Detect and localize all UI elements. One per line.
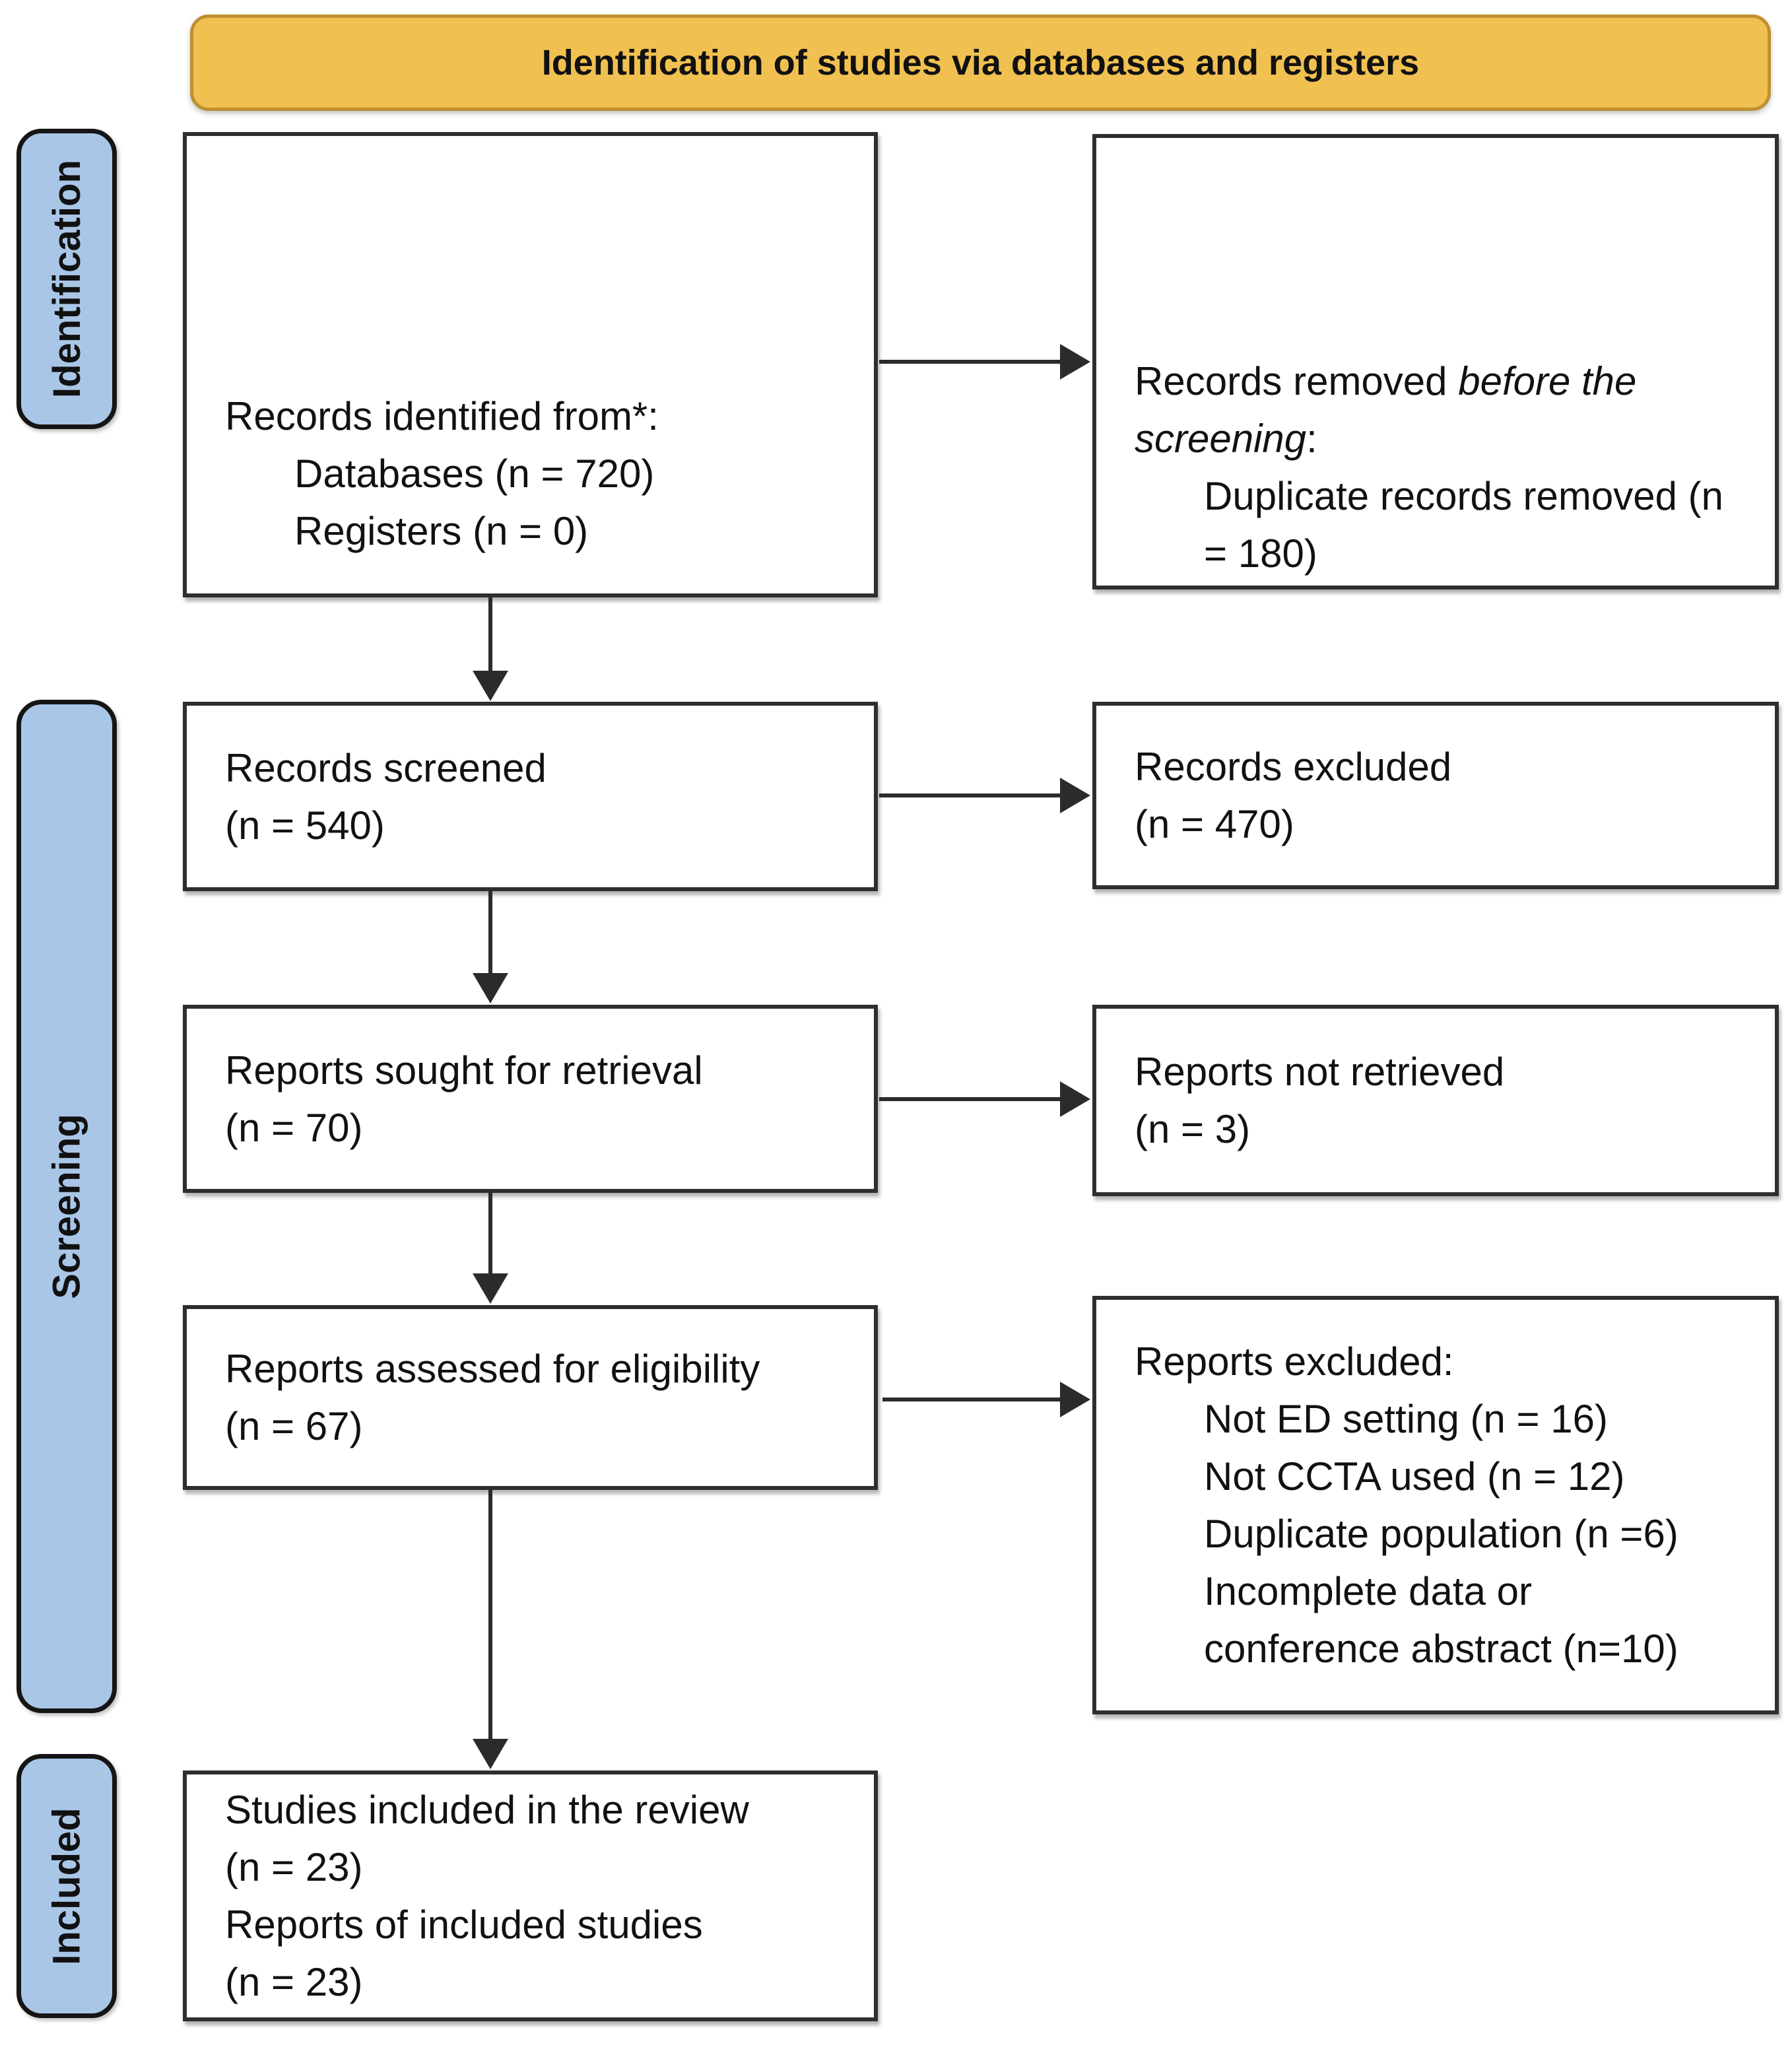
arrow-right-head-icon xyxy=(1060,1081,1090,1117)
box-line: Reports of included studies xyxy=(225,1903,703,1947)
box-line: (n = 67) xyxy=(225,1404,363,1448)
box-records-identified: Records identified from*: Databases (n =… xyxy=(183,132,878,597)
box-line: (n = 70) xyxy=(225,1105,363,1150)
arrow-down-head-icon xyxy=(473,1739,508,1769)
arrow-down-head-icon xyxy=(473,671,508,701)
box-line: Reports excluded: xyxy=(1135,1339,1454,1384)
box-text-segment: : xyxy=(1306,417,1317,461)
box-line: Duplicate population (n =6) xyxy=(1204,1512,1678,1556)
box-reports-sought: Reports sought for retrieval (n = 70) xyxy=(183,1005,878,1193)
arrow-right-line xyxy=(879,360,1061,364)
box-line: Databases (n = 720) xyxy=(294,452,655,496)
box-line: Duplicate records removed (n = 180) xyxy=(1204,474,1724,576)
box-line: (n = 3) xyxy=(1135,1107,1251,1151)
diagram-title-banner: Identification of studies via databases … xyxy=(190,15,1771,111)
arrow-down-head-icon xyxy=(473,1273,508,1304)
box-line: Reports assessed for eligibility xyxy=(225,1347,760,1391)
box-text-italic-segment: before the screening xyxy=(1135,359,1637,461)
arrow-down-head-icon xyxy=(473,973,508,1003)
stage-label-included: Included xyxy=(17,1754,117,2018)
box-reports-excluded: Reports excluded: Not ED setting (n = 16… xyxy=(1092,1296,1779,1714)
box-line: Studies included in the review xyxy=(225,1788,749,1832)
stage-label-screening-text: Screening xyxy=(45,1114,88,1299)
box-line: (n = 23) xyxy=(225,1960,363,2004)
stage-label-identification: Identification xyxy=(17,129,117,429)
box-records-identified-content: Records identified from*: Databases (n =… xyxy=(225,388,847,560)
arrow-down-line xyxy=(488,1490,492,1741)
box-records-excluded: Records excluded (n = 470) xyxy=(1092,702,1779,889)
box-records-removed-content: Records removed before the screening: Du… xyxy=(1135,353,1742,582)
box-line: Records screened xyxy=(225,745,547,790)
box-line: (n = 470) xyxy=(1135,802,1294,846)
box-line: Records excluded xyxy=(1135,745,1452,789)
box-line: Not ED setting (n = 16) xyxy=(1204,1397,1608,1441)
box-studies-included: Studies included in the review (n = 23) … xyxy=(183,1770,878,2021)
arrow-right-line xyxy=(882,1398,1061,1401)
box-line: Records identified from*: xyxy=(225,394,659,438)
stage-label-included-text: Included xyxy=(45,1807,88,1965)
box-line: (n = 540) xyxy=(225,803,385,848)
box-line: Reports sought for retrieval xyxy=(225,1048,703,1093)
arrow-right-line xyxy=(879,793,1061,797)
stage-label-screening: Screening xyxy=(17,700,117,1713)
arrow-down-line xyxy=(488,1193,492,1275)
box-line: (n = 23) xyxy=(225,1845,363,1889)
arrow-down-line xyxy=(488,597,492,673)
stage-label-identification-text: Identification xyxy=(45,160,88,398)
box-reports-not-retrieved: Reports not retrieved (n = 3) xyxy=(1092,1005,1779,1196)
arrow-right-head-icon xyxy=(1060,1382,1090,1417)
arrow-right-line xyxy=(879,1097,1061,1101)
box-line: Records removed before the screening: xyxy=(1135,353,1742,467)
box-line: Registers (n = 0) xyxy=(294,509,589,553)
box-line: Not CCTA used (n = 12) xyxy=(1204,1454,1625,1499)
box-reports-assessed: Reports assessed for eligibility (n = 67… xyxy=(183,1305,878,1490)
diagram-title: Identification of studies via databases … xyxy=(541,43,1420,83)
arrow-down-line xyxy=(488,891,492,976)
box-records-screened: Records screened (n = 540) xyxy=(183,702,878,891)
arrow-right-head-icon xyxy=(1060,778,1090,813)
arrow-right-head-icon xyxy=(1060,344,1090,380)
box-line: Reports not retrieved xyxy=(1135,1050,1505,1094)
box-line: Incomplete data or conference abstract (… xyxy=(1204,1569,1678,1671)
box-records-removed: Records removed before the screening: Du… xyxy=(1092,134,1779,590)
box-text-segment: Records removed xyxy=(1135,359,1459,403)
